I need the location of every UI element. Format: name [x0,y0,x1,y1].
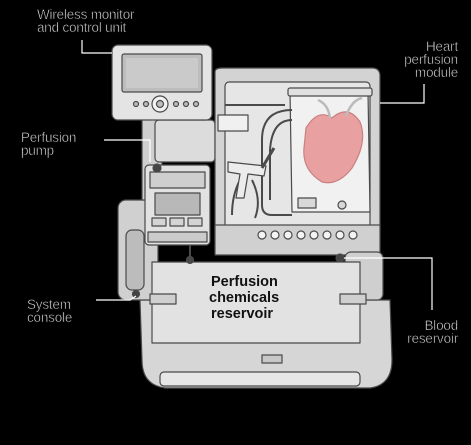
label-wireless-monitor-line1: Wireless monitor [37,7,135,22]
pump-button [151,217,167,227]
heart-chamber-port [337,200,347,210]
pump-screen [154,192,201,216]
monitor-button [192,100,200,108]
label-wireless-monitor-line2: and control unit [37,20,127,35]
monitor-knob-center [155,99,165,109]
chemicals-reservoir-handle [339,293,367,305]
tubing-connector [227,161,267,199]
label-heart-module: Heart perfusion module [404,39,459,80]
label-system-console-line2: console [27,310,73,325]
monitor-button [182,100,190,108]
monitor-button [172,100,180,108]
pump-dot [152,163,162,173]
heart-chamber-lid [287,87,373,97]
heart-vessel [344,96,363,117]
chemicals-reservoir-label-line2: chemicals [209,290,279,306]
label-heart-module-line3: module [414,65,459,80]
label-perfusion-pump: Perfusion pump [21,130,77,158]
monitor-button [132,100,140,108]
heart-module-tray [214,224,381,256]
console-base-foot [159,371,361,387]
label-blood-reservoir: Blood reservoir [407,318,459,346]
valve-row [257,230,358,240]
tubing [261,109,293,216]
pump-button [187,217,203,227]
monitor-mast-sleeve [154,119,216,163]
pump-top-panel [149,171,206,189]
pump-base [147,231,208,243]
leader-line-wireless-monitor [81,40,112,54]
console-dot [131,289,141,299]
module-bracket [217,114,249,132]
label-system-console: System console [27,297,73,325]
label-perfusion-pump-line2: pump [21,143,55,158]
console-tower-strip [125,229,145,291]
monitor-button [142,100,150,108]
leader-line-heart-module [380,84,425,104]
leader-lines [81,40,433,310]
leader-line-perfusion-pump [104,139,151,162]
label-system-console-line1: System [27,297,72,312]
chemicals-reservoir-label-line3: reservoir [211,306,273,322]
leader-line-blood-reservoir [344,257,433,310]
chemicals-reservoir-label: Perfusion chemicals reservoir [209,274,283,322]
tubing [260,147,276,169]
heart-vessel [317,98,332,119]
label-heart-module-line1: Heart [425,39,459,54]
pump-button [169,217,185,227]
tubing [251,179,259,219]
tubing [269,119,293,200]
label-blood-reservoir-line2: reservoir [407,331,459,346]
console-base-handle [261,354,283,364]
label-heart-module-line2: perfusion [404,52,459,67]
blood-reservoir-dot [335,253,345,263]
leader-line-system-console [96,295,137,301]
chemicals-reservoir-label-line1: Perfusion [211,274,278,290]
chemicals-reservoir-handle [149,293,177,305]
label-wireless-monitor: Wireless monitor and control unit [37,7,135,35]
label-blood-reservoir-line1: Blood [424,318,458,333]
heart-chamber-label [297,197,317,209]
monitor-screen-glare [126,58,198,88]
label-perfusion-pump-line1: Perfusion [21,130,77,145]
chemicals-reservoir [151,261,361,344]
